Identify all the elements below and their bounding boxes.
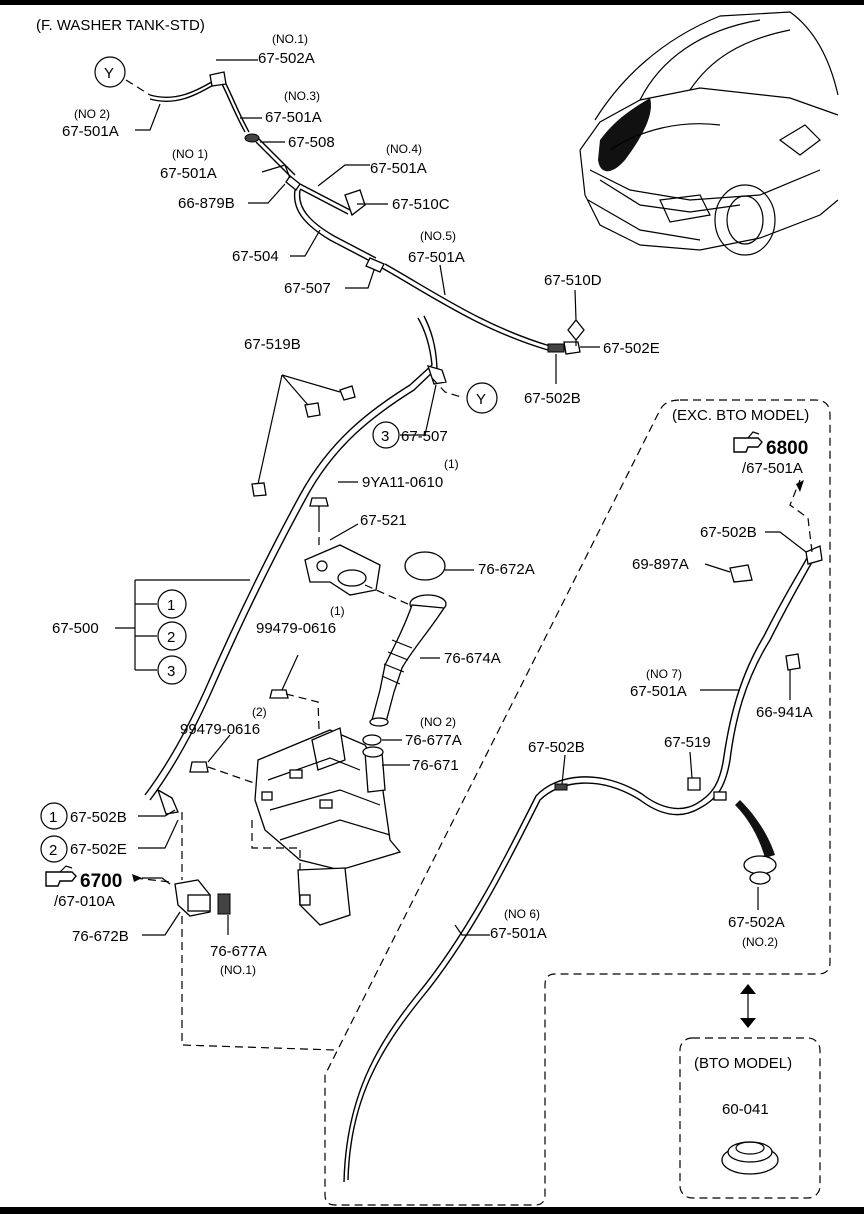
label-67-501A-no3: 67-501A bbox=[265, 109, 322, 126]
callout-2-circle-b bbox=[40, 835, 68, 863]
diagram-title: (F. WASHER TANK-STD) bbox=[36, 17, 205, 34]
label-76-672B: 76-672B bbox=[72, 928, 129, 945]
label-67-519: 67-519 bbox=[664, 734, 711, 751]
label-76-672A: 76-672A bbox=[478, 561, 535, 578]
label-67-510C: 67-510C bbox=[392, 196, 450, 213]
ref-arrow-6700 bbox=[134, 877, 171, 883]
group-67-500: 1 2 3 bbox=[115, 579, 250, 685]
label-67-502B-top: 67-502B bbox=[524, 390, 581, 407]
label-67-502B-m: 67-502B bbox=[528, 739, 585, 756]
exc-bto-panel bbox=[324, 399, 831, 1206]
label-67-521: 67-521 bbox=[360, 512, 407, 529]
washer-tank-assembly bbox=[174, 497, 447, 1051]
top-border bbox=[0, 0, 864, 5]
label-67-502E-2: 67-502E bbox=[70, 841, 127, 858]
bto-model-panel bbox=[679, 984, 821, 1199]
label-76-677A-no2: 76-677A bbox=[405, 732, 462, 749]
label-no4: (NO.4) bbox=[386, 142, 422, 156]
label-66-879B: 66-879B bbox=[178, 195, 235, 212]
label-bto-model: (BTO MODEL) bbox=[694, 1055, 792, 1072]
label-60-041: 60-041 bbox=[722, 1101, 769, 1118]
label-76-677A-no1: 76-677A bbox=[210, 943, 267, 960]
label-6800: 6800 bbox=[766, 438, 808, 459]
callout-2-label: 2 bbox=[167, 629, 175, 646]
label-76-674A: 76-674A bbox=[444, 650, 501, 667]
label-no5: (NO.5) bbox=[420, 229, 456, 243]
clips bbox=[251, 374, 356, 497]
label-qty2-a: (2) bbox=[252, 705, 267, 719]
callout-2b-label: 2 bbox=[49, 842, 57, 859]
part-labels: (NO.1) 67-502A (NO 2) 67-501A (NO.3) 67-… bbox=[52, 32, 813, 1118]
label-no1-c: (NO.1) bbox=[220, 963, 256, 977]
label-6700: 6700 bbox=[80, 871, 122, 892]
label-no2-b: (NO 2) bbox=[420, 715, 456, 729]
callout-y-circle bbox=[94, 56, 126, 88]
label-99479-0616-b: 99479-0616 bbox=[180, 721, 260, 738]
label-no3: (NO.3) bbox=[284, 89, 320, 103]
label-76-671: 76-671 bbox=[412, 757, 459, 774]
ref-arrow-head bbox=[132, 874, 142, 882]
leader-lines bbox=[135, 59, 807, 936]
pointing-hand-icon-6800 bbox=[733, 431, 763, 453]
label-67-519B: 67-519B bbox=[244, 336, 301, 353]
label-67-501A-no7: 67-501A bbox=[630, 683, 687, 700]
label-67-507: 67-507 bbox=[284, 280, 331, 297]
label-66-941A: 66-941A bbox=[756, 704, 813, 721]
label-99479-0616-a: 99479-0616 bbox=[256, 620, 336, 637]
main-hose-assembly: Y bbox=[144, 315, 498, 815]
callout-3-label: 3 bbox=[167, 663, 175, 680]
label-67-501A-no4: 67-501A bbox=[370, 160, 427, 177]
label-qty1-a: (1) bbox=[444, 457, 459, 471]
callout-3-circle-b bbox=[372, 421, 400, 449]
callout-3b-label: 3 bbox=[381, 428, 389, 445]
label-67-501A-no6: 67-501A bbox=[490, 925, 547, 942]
label-no6: (NO 6) bbox=[504, 907, 540, 921]
label-67-500: 67-500 bbox=[52, 620, 99, 637]
label-67-501A-no1: 67-501A bbox=[160, 165, 217, 182]
label-67-501A-no2: 67-501A bbox=[62, 123, 119, 140]
label-67-502A-r: 67-502A bbox=[728, 914, 785, 931]
label-no1-b: (NO 1) bbox=[172, 147, 208, 161]
label-exc-bto-model: (EXC. BTO MODEL) bbox=[672, 407, 809, 424]
callout-1b-label: 1 bbox=[49, 809, 57, 826]
pointing-hand-icon-6700 bbox=[45, 865, 77, 887]
callout-1-circle-b bbox=[40, 802, 68, 830]
label-67-502A-top: 67-502A bbox=[258, 50, 315, 67]
upper-hose-routing: Y bbox=[94, 56, 585, 355]
label-67-010A: /67-010A bbox=[54, 893, 115, 910]
callout-1-label: 1 bbox=[167, 597, 175, 614]
label-67-510D: 67-510D bbox=[544, 272, 602, 289]
label-67-504: 67-504 bbox=[232, 248, 279, 265]
label-67-502E: 67-502E bbox=[603, 340, 660, 357]
label-67-502B-1: 67-502B bbox=[70, 809, 127, 826]
label-no1-a: (NO.1) bbox=[272, 32, 308, 46]
label-9YA11-0610: 9YA11-0610 bbox=[362, 474, 443, 491]
callout-y-label-2: Y bbox=[476, 391, 486, 408]
callout-y-label: Y bbox=[104, 65, 114, 82]
label-67-508: 67-508 bbox=[288, 134, 335, 151]
vehicle-illustration bbox=[579, 11, 839, 256]
label-67-501A-no5: 67-501A bbox=[408, 249, 465, 266]
label-67-501A-ref: /67-501A bbox=[742, 460, 803, 477]
label-no2-c: (NO.2) bbox=[742, 935, 778, 949]
label-qty1-b: (1) bbox=[330, 604, 345, 618]
label-67-507-3: 67-507 bbox=[401, 428, 448, 445]
bottom-border bbox=[0, 1207, 864, 1214]
label-67-502B-r: 67-502B bbox=[700, 524, 757, 541]
label-69-897A: 69-897A bbox=[632, 556, 689, 573]
label-no7: (NO 7) bbox=[646, 667, 682, 681]
label-no2-a: (NO 2) bbox=[74, 107, 110, 121]
